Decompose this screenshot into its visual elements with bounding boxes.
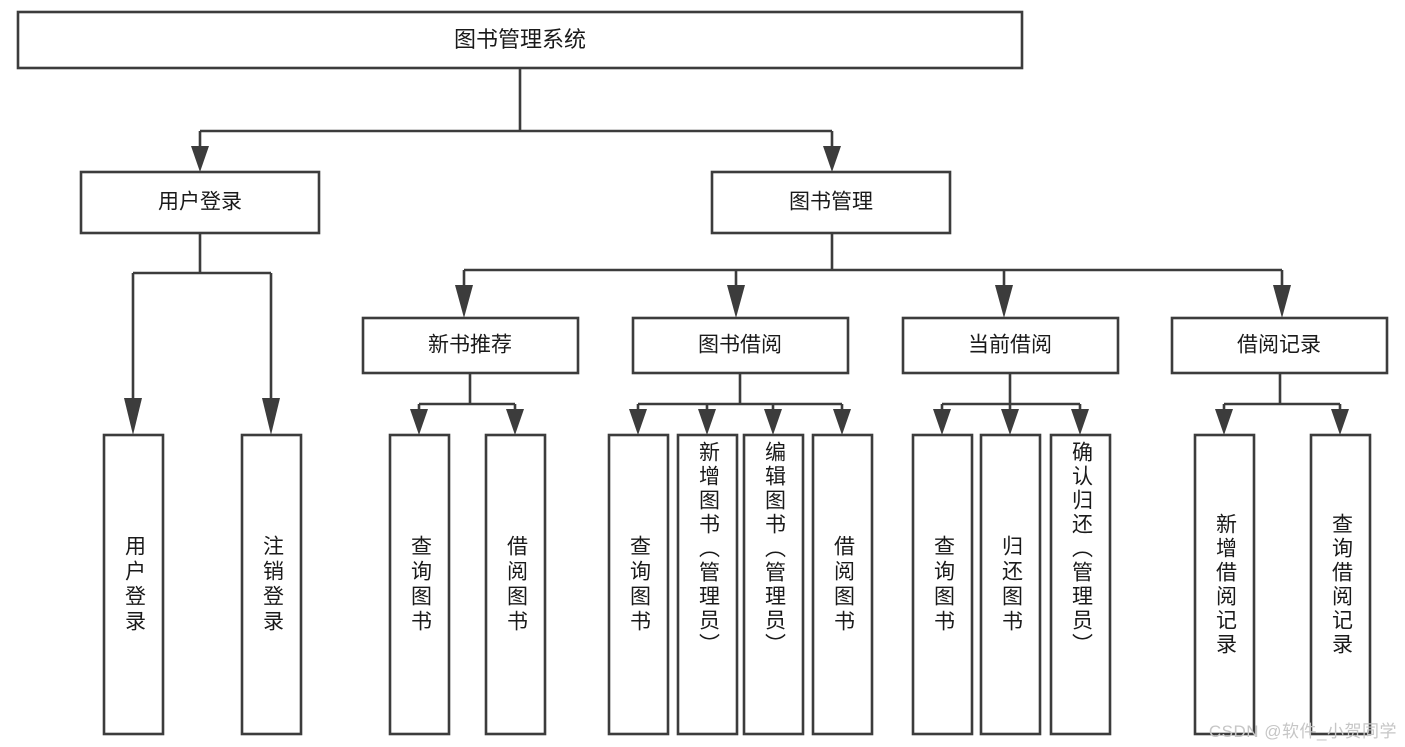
arrow-borrow-record (1273, 285, 1291, 318)
node-leaf-edit-book-label: 编辑图书（管理员） (762, 441, 786, 657)
arrow-user-login (191, 146, 209, 172)
node-leaf-add-record-label: 新增借阅记录 (1213, 512, 1237, 657)
node-leaf-query-record-label: 查询借阅记录 (1329, 512, 1353, 657)
arrow-leaf-logout (262, 398, 280, 435)
watermark: CSDN @软件_小贺同学 (1208, 722, 1397, 741)
node-borrow-record-label: 借阅记录 (1237, 334, 1321, 357)
edges-layer (124, 68, 1349, 435)
node-leaf-return-book-label: 归还图书 (999, 534, 1023, 635)
node-leaf-borrow-book-2-label: 借阅图书 (831, 534, 855, 635)
node-leaf-add-book[interactable] (676, 433, 739, 736)
node-leaf-user-login[interactable] (102, 433, 165, 736)
node-borrow-record[interactable]: 借阅记录 (1170, 316, 1389, 375)
nodes-layer: 图书管理系统 用户登录 图书管理 新书推荐 图书借阅 (16, 10, 1389, 736)
arrow-leaf-query-book-2 (629, 409, 647, 435)
node-new-book-rec[interactable]: 新书推荐 (361, 316, 580, 375)
arrow-leaf-user-login (124, 398, 142, 435)
node-root-label: 图书管理系统 (454, 27, 586, 52)
node-leaf-user-login-label: 用户登录 (122, 534, 146, 635)
node-leaf-add-book-label: 新增图书（管理员） (696, 441, 720, 657)
node-leaf-borrow-book-1-label: 借阅图书 (504, 534, 528, 635)
node-leaf-logout[interactable] (240, 433, 303, 736)
arrow-leaf-add-book (698, 409, 716, 435)
arrow-leaf-query-book-3 (933, 409, 951, 435)
node-current-borrow[interactable]: 当前借阅 (901, 316, 1120, 375)
node-book-manage[interactable]: 图书管理 (710, 170, 952, 235)
arrow-leaf-borrow-book-1 (506, 409, 524, 435)
arrow-book-manage (823, 146, 841, 172)
node-leaf-borrow-book-1[interactable] (484, 433, 547, 736)
node-leaf-confirm-return-label: 确认归还（管理员） (1069, 441, 1093, 657)
node-leaf-query-book-3[interactable] (911, 433, 974, 736)
arrow-book-borrow (727, 285, 745, 318)
node-leaf-logout-label: 注销登录 (260, 534, 284, 635)
node-leaf-add-record[interactable] (1193, 433, 1256, 736)
arrow-current-borrow (995, 285, 1013, 318)
node-leaf-query-book-1-label: 查询图书 (408, 534, 432, 635)
node-book-borrow-label: 图书借阅 (698, 334, 782, 357)
node-user-login[interactable]: 用户登录 (79, 170, 321, 235)
arrow-leaf-borrow-book-2 (833, 409, 851, 435)
node-root[interactable]: 图书管理系统 (16, 10, 1024, 70)
node-user-login-label: 用户登录 (158, 191, 242, 214)
node-current-borrow-label: 当前借阅 (968, 334, 1052, 357)
arrow-leaf-query-book-1 (410, 409, 428, 435)
node-leaf-confirm-return[interactable] (1049, 433, 1112, 736)
arrow-leaf-confirm-return (1071, 409, 1089, 435)
arrow-leaf-edit-book (764, 409, 782, 435)
arrow-leaf-return-book (1001, 409, 1019, 435)
node-leaf-query-record[interactable] (1309, 433, 1372, 736)
node-book-manage-label: 图书管理 (789, 191, 873, 214)
node-leaf-query-book-2-label: 查询图书 (627, 534, 651, 635)
node-leaf-query-book-3-label: 查询图书 (931, 534, 955, 635)
node-new-book-rec-label: 新书推荐 (428, 334, 512, 357)
node-leaf-borrow-book-2[interactable] (811, 433, 874, 736)
arrow-leaf-add-record (1215, 409, 1233, 435)
node-leaf-query-book-2[interactable] (607, 433, 670, 736)
node-leaf-edit-book[interactable] (742, 433, 805, 736)
node-leaf-query-book-1[interactable] (388, 433, 451, 736)
arrow-new-book-rec (455, 285, 473, 318)
node-leaf-return-book[interactable] (979, 433, 1042, 736)
arrow-leaf-query-record (1331, 409, 1349, 435)
node-book-borrow[interactable]: 图书借阅 (631, 316, 850, 375)
